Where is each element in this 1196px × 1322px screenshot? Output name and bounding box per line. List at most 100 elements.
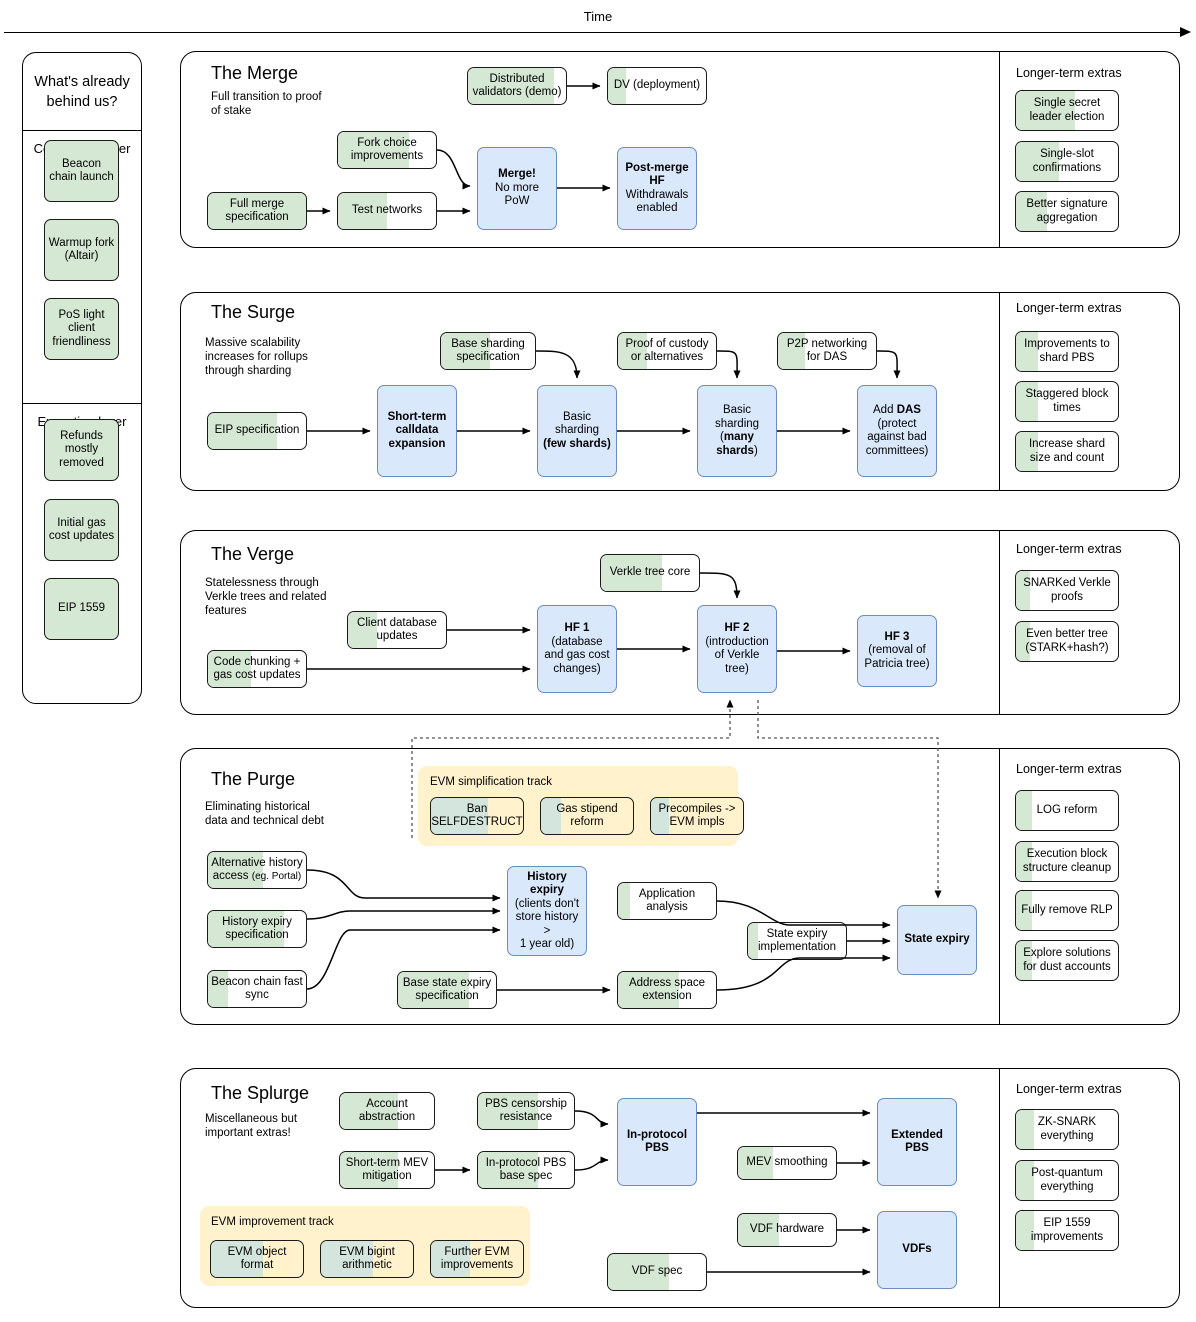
phase-divider-purge	[999, 749, 1001, 1024]
node-ban-selfdestruct[interactable]: Ban SELFDESTRUCT	[430, 797, 524, 835]
node-extended-pbs[interactable]: Extended PBS	[877, 1098, 957, 1186]
extra-log-reform[interactable]: LOG reform	[1015, 790, 1119, 831]
node-application-analysis[interactable]: Application analysis	[617, 882, 717, 920]
node-distributed-validators-demo[interactable]: Distributed validators (demo)	[467, 67, 567, 105]
node-fork-choice-improvements[interactable]: Fork choice improvements	[337, 131, 437, 169]
sidebar-item-eip-1559[interactable]: EIP 1559	[44, 578, 119, 640]
node-proof-of-custody[interactable]: Proof of custody or alternatives	[617, 332, 717, 370]
phase-subtitle-verge: Statelessness through Verkle trees and r…	[205, 577, 327, 617]
phase-divider-splurge	[999, 1069, 1001, 1307]
node-label: EIP specification	[214, 424, 300, 437]
sidebar-item-pos-light-client[interactable]: PoS light client friendliness	[44, 298, 119, 360]
progress-fill	[618, 333, 648, 369]
node-in-protocol-pbs[interactable]: In-protocol PBS	[617, 1098, 697, 1186]
node-p2p-networking-das[interactable]: P2P networking for DAS	[777, 332, 877, 370]
node-label: EVM bigint arithmetic	[339, 1245, 395, 1272]
extra-zk-snark-everything[interactable]: ZK-SNARK everything	[1015, 1109, 1119, 1150]
progress-fill	[608, 68, 626, 104]
node-vdfs[interactable]: VDFs	[877, 1211, 957, 1289]
node-label: Execution block structure cleanup	[1022, 848, 1112, 874]
node-base-state-expiry-specification[interactable]: Base state expiry specification	[397, 971, 497, 1009]
node-label: Extended PBS	[891, 1128, 943, 1155]
node-label: Fork choice improvements	[350, 136, 424, 163]
node-label: Distributed validators (demo)	[472, 72, 562, 99]
node-gas-stipend-reform[interactable]: Gas stipend reform	[540, 797, 634, 835]
extra-single-secret-leader-election[interactable]: Single secret leader election	[1015, 90, 1119, 131]
sidebar-item-refunds-removed[interactable]: Refunds mostly removed	[44, 419, 119, 481]
node-full-merge-specification[interactable]: Full merge specification	[207, 192, 307, 230]
extra-better-signature-aggregation[interactable]: Better signature aggregation	[1015, 191, 1119, 232]
node-in-protocol-pbs-base-spec[interactable]: In-protocol PBS base spec	[477, 1151, 575, 1189]
progress-fill	[601, 555, 662, 591]
node-base-sharding-specification[interactable]: Base sharding specification	[440, 332, 536, 370]
progress-fill	[478, 1093, 538, 1129]
node-verkle-tree-core[interactable]: Verkle tree core	[600, 554, 700, 592]
progress-fill	[1016, 142, 1059, 181]
node-short-term-calldata-expansion[interactable]: Short-term calldata expansion	[377, 385, 457, 477]
node-evm-bigint-arithmetic[interactable]: EVM bigint arithmetic	[320, 1240, 414, 1278]
extra-improvements-to-shard-pbs[interactable]: Improvements to shard PBS	[1015, 331, 1119, 372]
progress-fill	[478, 1152, 538, 1188]
extra-increase-shard-size-and-count[interactable]: Increase shard size and count	[1015, 431, 1119, 472]
node-code-chunking-gas-cost-updates[interactable]: Code chunking + gas cost updates	[207, 650, 307, 688]
node-label: Staggered block times	[1025, 388, 1109, 414]
node-label: Improvements to shard PBS	[1024, 338, 1110, 364]
extra-explore-solutions-for-dust-accounts[interactable]: Explore solutions for dust accounts	[1015, 940, 1119, 981]
extra-fully-remove-rlp[interactable]: Fully remove RLP	[1015, 890, 1119, 931]
extra-even-better-tree[interactable]: Even better tree (STARK+hash?)	[1015, 621, 1119, 662]
node-label: Short-term calldata expansion	[387, 410, 447, 450]
node-label: Base state expiry specification	[402, 976, 492, 1003]
node-label: Fully remove RLP	[1021, 903, 1113, 916]
progress-fill	[208, 971, 228, 1007]
node-label: PoS light client friendliness	[52, 308, 111, 348]
node-client-database-updates[interactable]: Client database updates	[347, 611, 447, 649]
extra-post-quantum-everything[interactable]: Post-quantum everything	[1015, 1160, 1119, 1201]
sidebar-item-beacon-chain-launch[interactable]: Beacon chain launch	[44, 140, 119, 202]
node-precompiles-to-evm-impls[interactable]: Precompiles -> EVM impls	[650, 797, 744, 835]
extras-heading-verge: Longer-term extras	[1016, 542, 1122, 556]
phase-subtitle-purge: Eliminating historical data and technica…	[205, 801, 324, 827]
node-further-evm-improvements[interactable]: Further EVM improvements	[430, 1240, 524, 1278]
extra-single-slot-confirmations[interactable]: Single-slot confirmations	[1015, 141, 1119, 182]
node-state-expiry[interactable]: State expiry	[897, 905, 977, 975]
node-beacon-chain-fast-sync[interactable]: Beacon chain fast sync	[207, 970, 307, 1008]
progress-fill	[1016, 1110, 1035, 1149]
extra-snarked-verkle-proofs[interactable]: SNARKed Verkle proofs	[1015, 570, 1119, 611]
node-dv-deployment[interactable]: DV (deployment)	[607, 67, 707, 105]
node-test-networks[interactable]: Test networks	[337, 192, 437, 230]
extra-execution-block-structure-cleanup[interactable]: Execution block structure cleanup	[1015, 841, 1119, 882]
node-vdf-spec[interactable]: VDF spec	[607, 1253, 707, 1291]
progress-fill	[208, 413, 277, 449]
node-address-space-extension[interactable]: Address space extension	[617, 971, 717, 1009]
extra-staggered-block-times[interactable]: Staggered block times	[1015, 381, 1119, 422]
node-evm-object-format[interactable]: EVM object format	[210, 1240, 304, 1278]
node-mev-smoothing[interactable]: MEV smoothing	[737, 1146, 837, 1180]
node-state-expiry-implementation[interactable]: State expiry implementation	[747, 922, 847, 960]
node-eip-specification[interactable]: EIP specification	[207, 412, 307, 450]
node-pbs-censorship-resistance[interactable]: PBS censorship resistance	[477, 1092, 575, 1130]
phase-divider-verge	[999, 531, 1001, 714]
extra-eip-1559-improvements[interactable]: EIP 1559 improvements	[1015, 1210, 1119, 1251]
sidebar-item-warmup-fork[interactable]: Warmup fork (Altair)	[44, 219, 119, 281]
node-short-term-mev-mitigation[interactable]: Short-term MEV mitigation	[339, 1151, 435, 1189]
node-account-abstraction[interactable]: Account abstraction	[339, 1092, 435, 1130]
node-vdf-hardware[interactable]: VDF hardware	[737, 1213, 837, 1247]
sidebar-item-initial-gas-cost[interactable]: Initial gas cost updates	[44, 499, 119, 561]
node-history-expiry-specification[interactable]: History expiry specification	[207, 910, 307, 948]
